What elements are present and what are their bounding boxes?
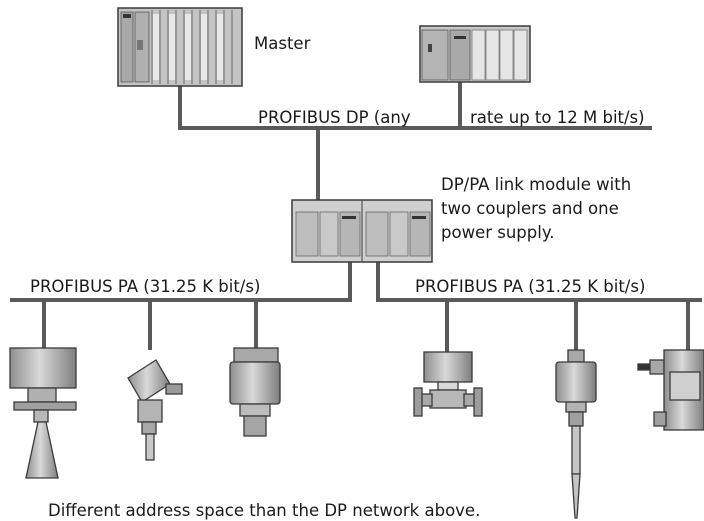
rod-level-sensor [555,349,597,519]
profibus-dp-bus [178,80,652,202]
pa-bus-label-left: PROFIBUS PA (31.25 K bit/s) [30,277,261,296]
pressure-transmitter [229,347,281,437]
dp-bus-label-left: PROFIBUS DP (any [258,108,411,127]
profibus-pa-bus-right [376,260,702,354]
profibus-pa-bus-left [10,260,352,350]
pa-bus-label-right: PROFIBUS PA (31.25 K bit/s) [415,277,646,296]
master-label: Master [254,34,311,53]
flow-meter [413,351,483,417]
link-module-label: DP/PA link module with two couplers and … [441,175,632,242]
radar-level-transmitter [9,347,77,479]
dp-bus-label-right: rate up to 12 M bit/s) [470,108,645,127]
footer-note: Different address space than the DP netw… [48,501,481,520]
master-plc [117,7,243,87]
angled-probe-transmitter [127,359,183,461]
dp-slave-station [419,25,531,83]
valve-positioner [637,349,704,431]
dp-pa-link-module [291,199,433,263]
